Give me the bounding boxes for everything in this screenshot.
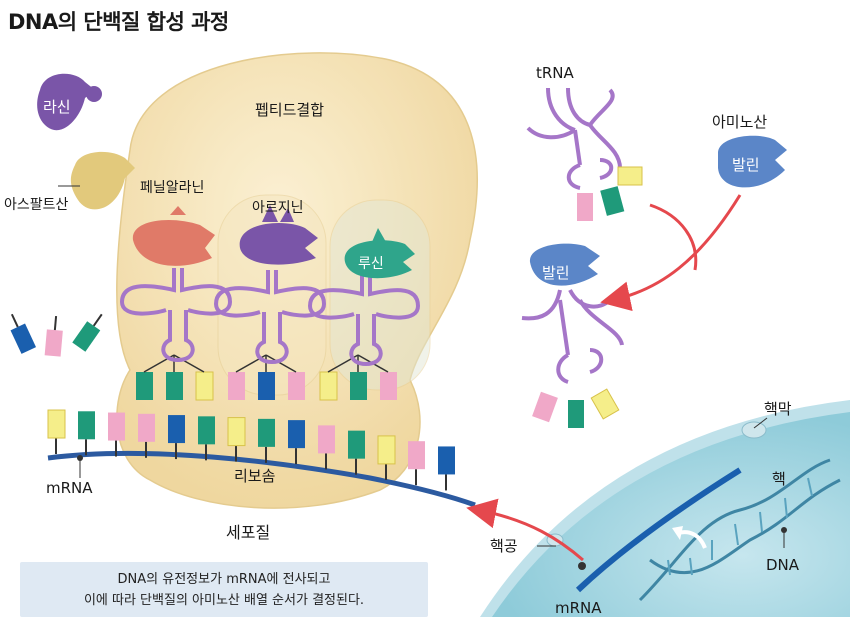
loose-anticodons	[10, 313, 103, 357]
anticodon-base	[258, 372, 275, 400]
label-amino-acid: 아미노산	[712, 113, 767, 131]
mrna-strand-nucleus	[575, 467, 742, 593]
anticodon-base	[350, 372, 367, 400]
anticodon-link	[173, 354, 205, 373]
label-phenylalanine: 페닐알라닌	[140, 180, 204, 196]
amino-acid-binding-arrow	[600, 194, 742, 312]
codon-base	[78, 411, 95, 440]
caption-box: DNA의 유전정보가 mRNA에 전사되고 이에 따라 단백질의 아미노산 배열…	[20, 562, 428, 617]
anticodon-base	[319, 371, 338, 401]
anticodon-base	[195, 371, 214, 401]
trna-binding-arrow	[649, 203, 698, 271]
codon-base	[108, 412, 125, 441]
amino-acid-leucine	[344, 228, 415, 279]
label-mrna-right: mRNA	[555, 599, 602, 617]
label-mrna-left: mRNA	[46, 479, 93, 497]
anticodon-base	[136, 372, 153, 400]
codon-base	[198, 416, 215, 445]
label-valine-bound: 발린	[542, 264, 570, 282]
label-dna: DNA	[766, 556, 800, 574]
label-aspartic-acid: 아스팔트산	[4, 197, 69, 213]
ribosome-trnas	[119, 268, 421, 367]
codon-base	[438, 446, 455, 475]
label-peptide-bond: 펩티드결합	[255, 101, 324, 119]
amino-acid-lysine	[37, 73, 102, 131]
codon-base	[168, 415, 185, 444]
codon-base	[348, 430, 365, 459]
nuclear-membrane-pore	[741, 421, 767, 439]
codon-base	[47, 409, 66, 439]
charged-trna	[521, 243, 624, 428]
label-ribosome: 리보솜	[234, 467, 275, 485]
trna-cloverleaf	[119, 268, 233, 363]
label-leucine: 루신	[358, 256, 384, 272]
nucleus	[480, 400, 850, 617]
codon-base	[227, 417, 246, 447]
codon-base	[258, 418, 275, 447]
codon-base	[408, 441, 425, 470]
diagram-title: DNA의 단백질 합성 과정	[8, 10, 229, 34]
anticodon-link	[265, 354, 297, 373]
label-trna: tRNA	[536, 64, 575, 82]
caption-line-2: 이에 따라 단백질의 아미노산 배열 순서가 결정된다.	[83, 593, 365, 608]
mrna-strand	[47, 450, 476, 508]
label-nuclear-membrane: 핵막	[764, 400, 792, 418]
label-cytoplasm: 세포질	[226, 523, 270, 542]
label-lysine: 라신	[43, 98, 71, 116]
codon-base	[318, 425, 335, 454]
trna-cloverleaf	[307, 272, 421, 367]
free-trna	[526, 87, 622, 190]
amino-acid-arginine	[239, 205, 318, 265]
caption-line-1: DNA의 유전정보가 mRNA에 전사되고	[117, 572, 331, 587]
codon-base	[377, 435, 396, 465]
anticodon-base	[288, 372, 305, 400]
free-trna-anticodons	[577, 166, 643, 221]
dna-helix	[638, 458, 841, 602]
anticodon-base	[166, 372, 183, 400]
trna-anticodons	[136, 354, 397, 401]
label-nuclear-pore: 핵공	[490, 537, 518, 555]
anticodon-base	[380, 372, 397, 400]
amino-acid-aspartic-acid	[70, 151, 135, 210]
label-arginine: 아르지닌	[252, 200, 304, 216]
amino-acid-valine-free	[718, 135, 787, 188]
label-valine-free: 발린	[732, 156, 760, 174]
mrna-codons	[47, 409, 455, 491]
amino-acid-phenylalanine	[132, 206, 215, 266]
label-nucleus: 핵	[772, 470, 786, 488]
trna-cloverleaf	[213, 270, 327, 365]
export-arrow	[466, 498, 584, 562]
codon-base	[138, 413, 155, 442]
codon-base	[288, 420, 305, 449]
anticodon-base	[228, 372, 245, 400]
